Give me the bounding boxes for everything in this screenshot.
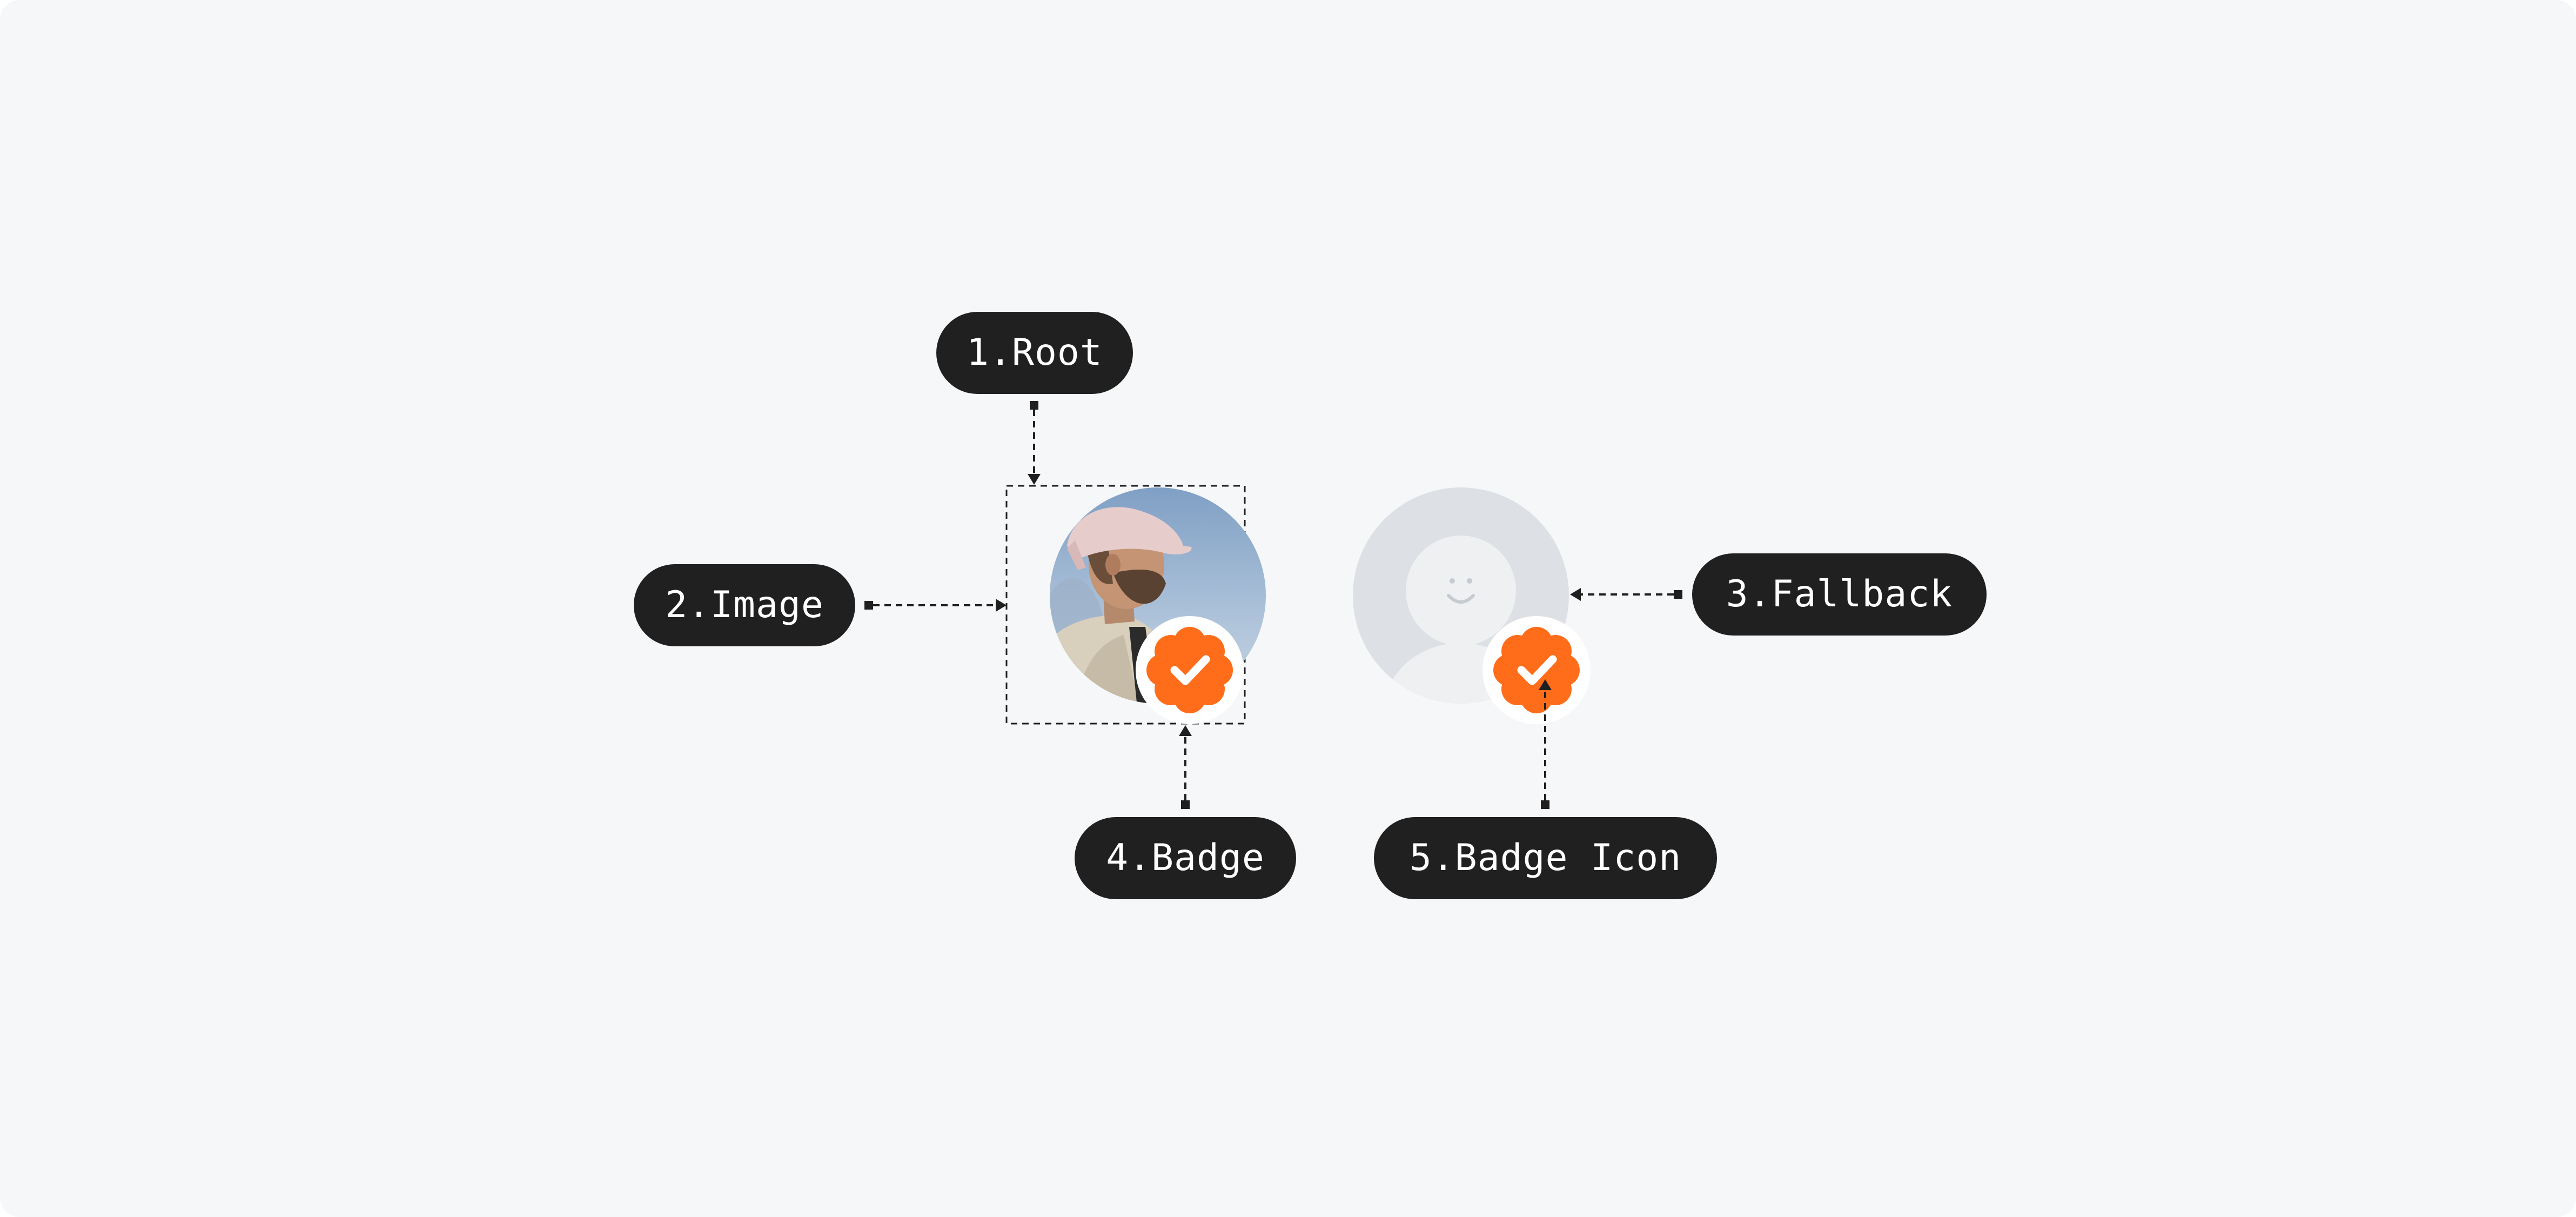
checkmark-icon	[1517, 655, 1557, 685]
verified-badge	[1136, 616, 1244, 724]
label-fallback: 3.Fallback	[1692, 553, 1987, 636]
checkmark-icon	[1170, 655, 1210, 685]
label-root: 1.Root	[936, 312, 1133, 394]
connector-image	[864, 599, 1007, 612]
verified-badge-fallback	[1482, 616, 1591, 724]
label-image: 2.Image	[634, 564, 855, 646]
connector-root	[1028, 401, 1041, 485]
fallback-left-eye	[1450, 578, 1455, 584]
connector-badge	[1179, 725, 1192, 809]
label-badge: 4.Badge	[1075, 817, 1296, 899]
fallback-right-eye	[1467, 578, 1472, 584]
connector-badge-icon	[1539, 679, 1552, 809]
label-badge-icon: 5.Badge Icon	[1374, 817, 1717, 899]
fallback-smile	[1447, 594, 1475, 604]
connector-fallback	[1570, 588, 1682, 601]
